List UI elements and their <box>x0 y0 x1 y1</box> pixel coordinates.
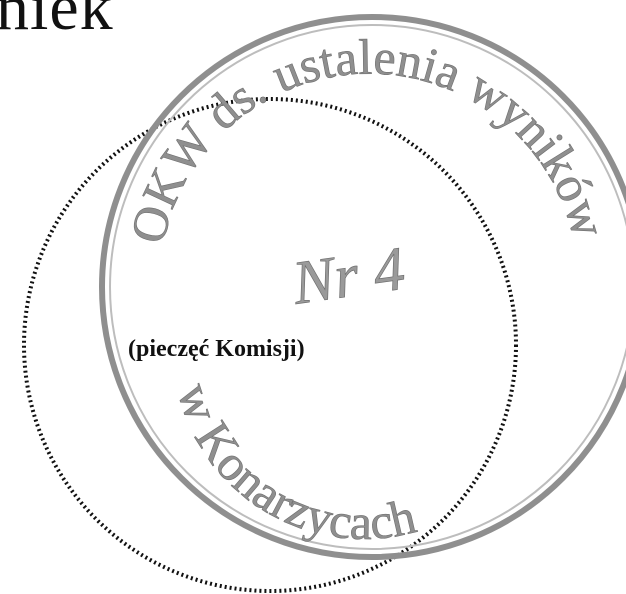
stamp-bottom-arc-text: w Konarzycach <box>167 376 421 550</box>
stamp-top-arc-text: OKW ds. ustalenia wyników <box>119 29 618 249</box>
stamp-area-dotted-circle <box>22 97 518 593</box>
header-text-fragment: niek <box>0 0 114 44</box>
stamp-center-number: Nr 4 <box>288 235 409 318</box>
stamp-inner-ring <box>109 24 626 550</box>
stamp-placeholder-label: (pieczęć Komisji) <box>128 336 305 362</box>
stamp-outer-ring <box>99 14 626 560</box>
